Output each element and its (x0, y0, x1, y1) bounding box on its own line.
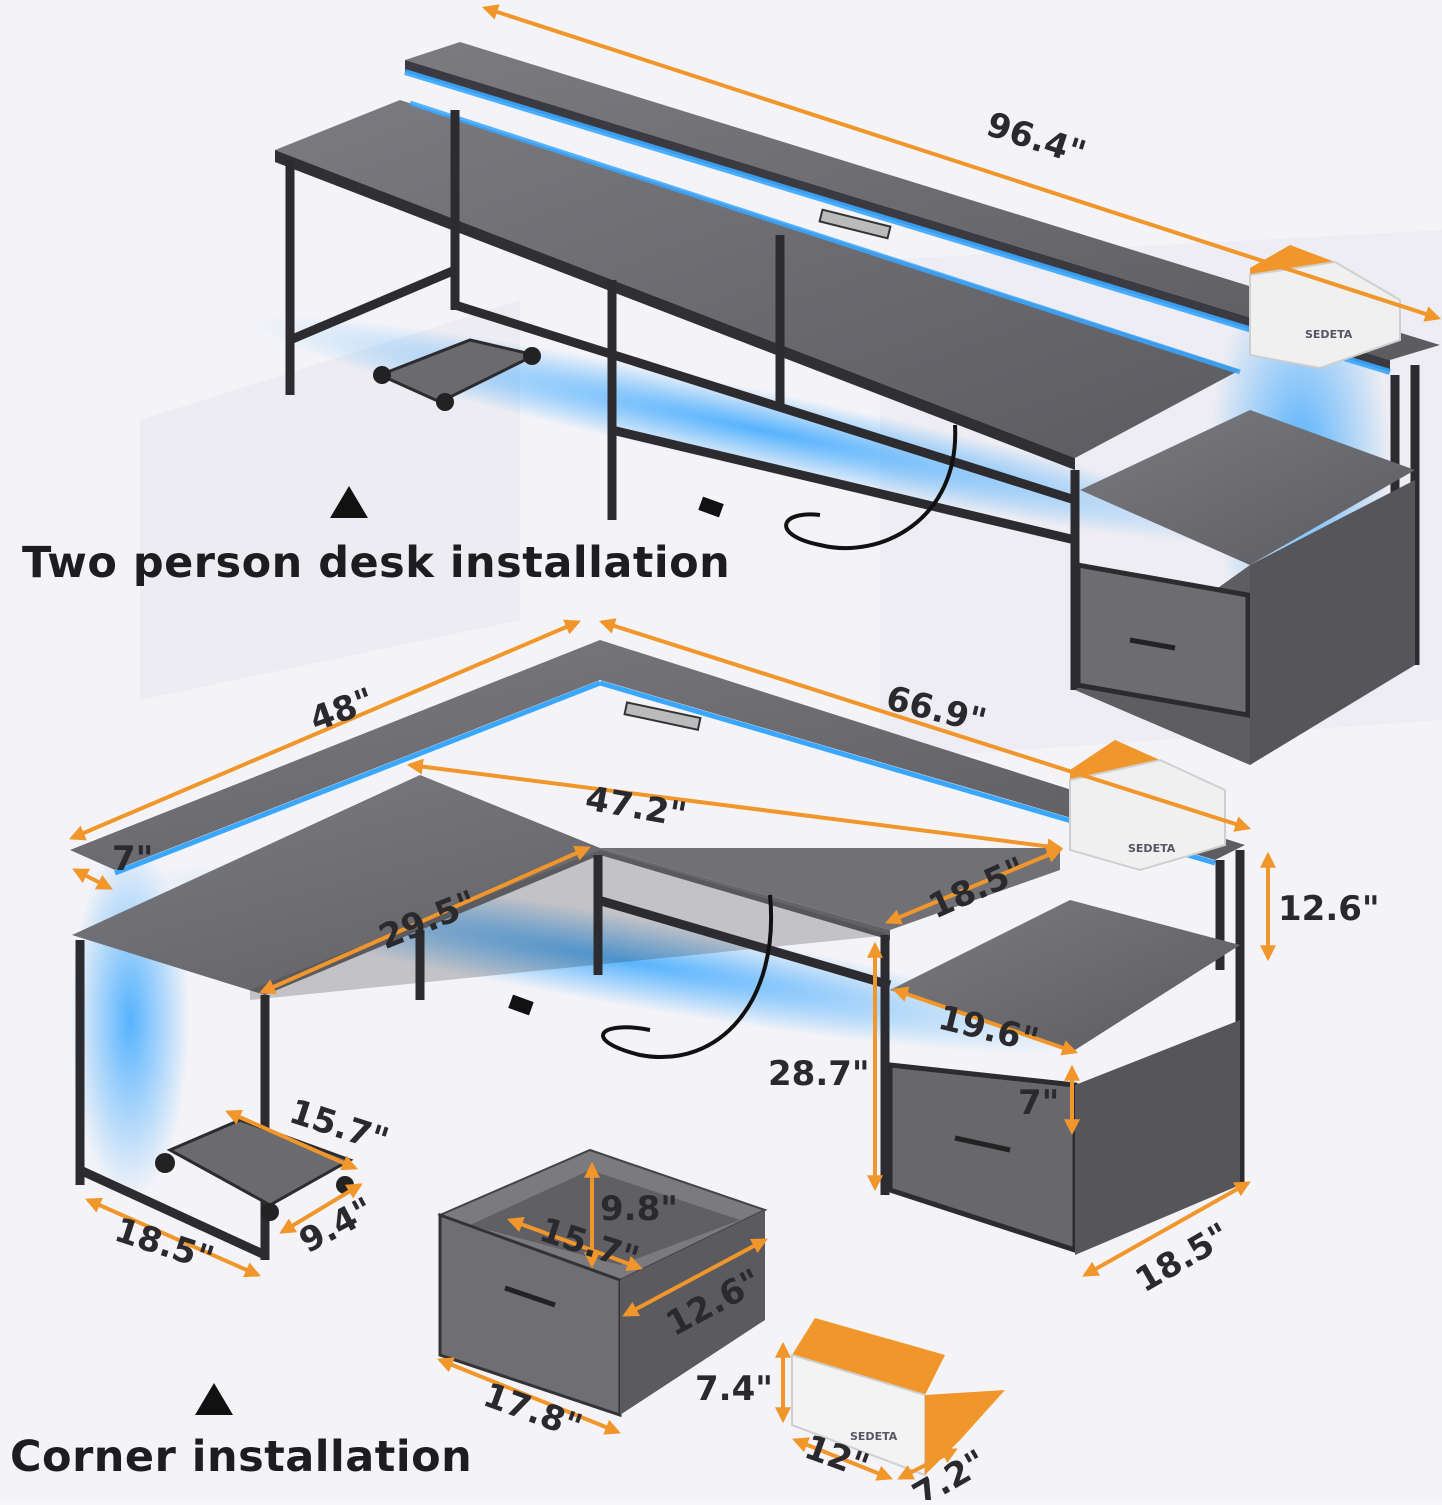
dim-cabinet-gap: 7" (1018, 1083, 1059, 1123)
dim-desk-height: 28.7" (768, 1054, 870, 1094)
caption-two-person: Two person desk installation (22, 538, 731, 588)
storage-box-brand: SEDETA (1305, 328, 1353, 341)
storage-box-brand-corner: SEDETA (1128, 842, 1176, 855)
dim-shelf-depth: 7" (112, 839, 153, 879)
dimension-lines (69, 4, 1442, 1481)
dim-box-height: 7.4" (695, 1369, 773, 1409)
caption-corner: Corner installation (10, 1432, 473, 1482)
caption-marker-icon (330, 486, 368, 518)
dim-shelf-height: 12.6" (1278, 889, 1380, 929)
caption-marker-icon-corner (195, 1383, 233, 1415)
dim-drawer-height: 9.8" (600, 1189, 678, 1229)
storage-box-brand-small: SEDETA (850, 1430, 898, 1443)
